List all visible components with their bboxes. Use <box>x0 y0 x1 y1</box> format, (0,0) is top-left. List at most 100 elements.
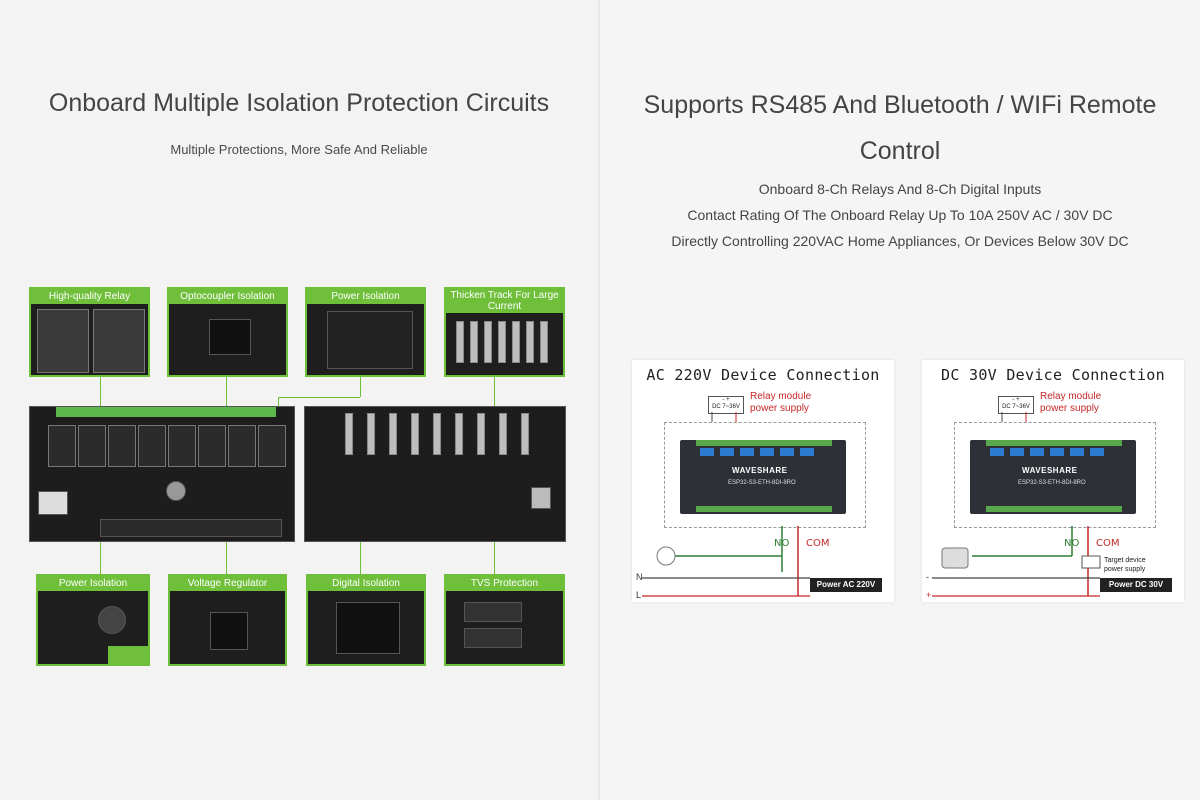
board-back <box>304 406 566 542</box>
track-fin <box>521 413 529 455</box>
terminal-block <box>986 440 1122 446</box>
panel-divider <box>598 0 600 800</box>
relay <box>138 425 166 467</box>
supply-box: - + DC 7~36V <box>708 396 744 414</box>
track-fin <box>477 413 485 455</box>
supply-label: Relay module power supply <box>750 391 812 414</box>
capacitor <box>98 606 126 634</box>
wiring-svg <box>932 412 1101 597</box>
diagram-ac: AC 220V Device Connection - + DC 7~36V R… <box>632 360 894 602</box>
callout-label: Digital Isolation <box>308 576 424 591</box>
valve-icon <box>941 547 969 569</box>
relay <box>198 425 226 467</box>
connector-line <box>278 397 360 398</box>
diagram-title: DC 30V Device Connection <box>941 366 1165 384</box>
connector-line <box>226 542 227 574</box>
callout-label: TVS Protection <box>446 576 563 591</box>
callout-digital-isolation: Digital Isolation <box>306 574 426 666</box>
tvs-diode <box>464 628 522 648</box>
optocoupler-chip <box>209 319 251 355</box>
terminal-block <box>108 646 148 664</box>
wiring-svg <box>642 412 810 597</box>
track-fin <box>456 321 464 363</box>
relay <box>258 425 286 467</box>
callout-high-quality-relay: High-quality Relay <box>29 287 150 377</box>
relay <box>228 425 256 467</box>
regulator-chip <box>210 612 248 650</box>
terminal-block <box>696 440 832 446</box>
right-title-line1: Supports RS485 And Bluetooth / WIFi Remo… <box>643 91 1157 119</box>
track-fin <box>411 413 419 455</box>
terminal-block <box>696 506 832 512</box>
relay <box>78 425 106 467</box>
track-fin <box>367 413 375 455</box>
track-fin <box>433 413 441 455</box>
com-label: COM <box>806 538 830 549</box>
battery-holder <box>166 481 186 501</box>
relay-led <box>740 448 754 456</box>
terminal-block <box>986 506 1122 512</box>
brand-logo: WAVESHARE <box>732 466 788 475</box>
line-b-label: L <box>636 590 642 600</box>
track-fin <box>455 413 463 455</box>
diagram-title: AC 220V Device Connection <box>646 366 880 384</box>
sd-slot <box>531 487 551 509</box>
line-b-label: + <box>926 590 932 600</box>
model-label: ESP32-S3-ETH-8DI-8RO <box>728 480 796 486</box>
lamp-icon <box>656 546 676 566</box>
relay-led <box>1050 448 1064 456</box>
track-fin <box>512 321 520 363</box>
relay-led <box>1010 448 1024 456</box>
relay <box>108 425 136 467</box>
left-panel: Onboard Multiple Isolation Protection Ci… <box>0 0 598 800</box>
relay-device: WAVESHARE ESP32-S3-ETH-8DI-8RO <box>970 440 1136 514</box>
line-a-label: - <box>926 572 929 582</box>
ethernet-port <box>38 491 68 515</box>
target-label: Target device power supply <box>1104 557 1146 573</box>
track-fin <box>498 321 506 363</box>
callout-label: Voltage Regulator <box>170 576 285 591</box>
callout-power-isolation-bottom: Power Isolation <box>36 574 150 666</box>
callout-tvs-protection: TVS Protection <box>444 574 565 666</box>
left-title: Onboard Multiple Isolation Protection Ci… <box>48 89 550 117</box>
relay-led <box>1090 448 1104 456</box>
power-label: Power AC 220V <box>810 578 882 592</box>
relay-photo <box>93 309 145 373</box>
callout-power-isolation-top: Power Isolation <box>305 287 426 377</box>
supply-box: - + DC 7~36V <box>998 396 1034 414</box>
relay-photo <box>37 309 89 373</box>
feature-line: Contact Rating Of The Onboard Relay Up T… <box>687 207 1113 223</box>
right-title-line2: Control <box>859 137 941 165</box>
track-fin <box>470 321 478 363</box>
connector-line <box>360 377 361 397</box>
feature-line: Directly Controlling 220VAC Home Applian… <box>671 233 1129 249</box>
tvs-diode <box>464 602 522 622</box>
callout-label: Optocoupler Isolation <box>169 289 286 304</box>
track-fin <box>389 413 397 455</box>
callout-label: Thicken Track For Large Current <box>446 289 563 313</box>
model-label: ESP32-S3-ETH-8DI-8RO <box>1018 480 1086 486</box>
supply-label: Relay module power supply <box>1040 391 1102 414</box>
relay-led <box>1070 448 1084 456</box>
connector-line <box>100 542 101 574</box>
track-fin <box>484 321 492 363</box>
com-label: COM <box>1096 538 1120 549</box>
relay-device: WAVESHARE ESP32-S3-ETH-8DI-8RO <box>680 440 846 514</box>
callout-voltage-regulator: Voltage Regulator <box>168 574 287 666</box>
dashed-frame <box>954 422 1156 528</box>
feature-line: Onboard 8-Ch Relays And 8-Ch Digital Inp… <box>758 181 1042 197</box>
connector-line <box>494 542 495 574</box>
track-fin <box>540 321 548 363</box>
left-subtitle: Multiple Protections, More Safe And Reli… <box>170 142 428 157</box>
feature-list: Onboard 8-Ch Relays And 8-Ch Digital Inp… <box>600 176 1200 254</box>
callout-thicken-track: Thicken Track For Large Current <box>444 287 565 377</box>
track-fin <box>345 413 353 455</box>
callout-label: Power Isolation <box>307 289 424 304</box>
header-pins <box>100 519 282 537</box>
relay-led <box>760 448 774 456</box>
relay-led <box>700 448 714 456</box>
brand-logo: WAVESHARE <box>1022 466 1078 475</box>
connector-line <box>494 377 495 417</box>
isolation-module <box>327 311 413 369</box>
callout-label: High-quality Relay <box>31 289 148 304</box>
